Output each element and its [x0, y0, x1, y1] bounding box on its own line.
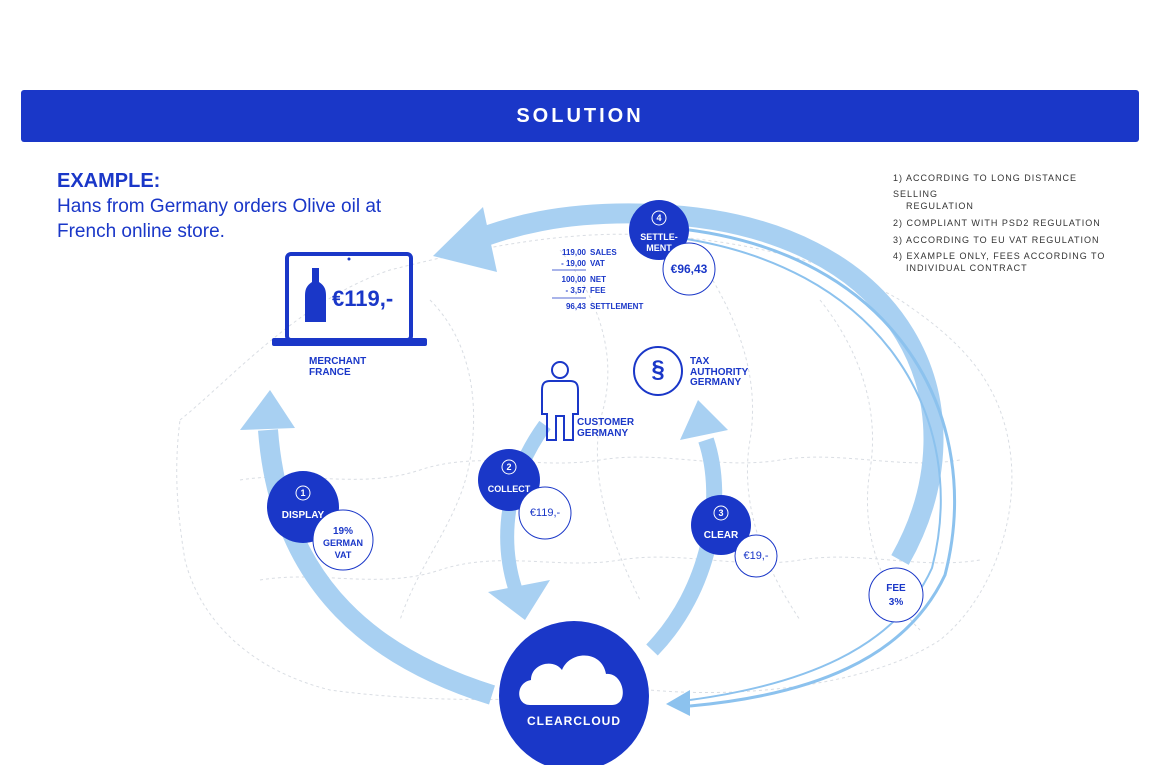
banner-title: SOLUTION: [516, 104, 644, 127]
fee-arrow-2: [664, 235, 942, 701]
customer-label-1: CUSTOMER: [577, 417, 635, 428]
settlement-step-number: 4: [656, 213, 662, 223]
cloud-icon: [519, 655, 623, 705]
settlement-row-3-label: NET: [590, 275, 606, 284]
settlement-step-label-2: MENT: [646, 243, 672, 253]
clear-step-number: 3: [718, 508, 724, 518]
collect-bubble-amount: €119,-: [529, 507, 561, 519]
clear-step-circle: [691, 495, 751, 555]
tax-label-1: TAX: [690, 356, 710, 367]
collect-step-num-circle: [501, 459, 517, 475]
clearcloud-label: CLEARCLOUD: [527, 714, 621, 728]
fee-label-1: FEE: [886, 583, 906, 594]
fee-arrow: [671, 226, 957, 708]
bottle-icon: [305, 268, 326, 322]
collect-step-circle: [478, 449, 540, 511]
collect-step-number: 2: [506, 462, 512, 472]
solution-banner: SOLUTION: [21, 90, 1139, 142]
settlement-row-5-value: 96,43: [565, 302, 586, 311]
settlement-arrowhead: [433, 207, 497, 272]
settlement-row-2-label: VAT: [590, 259, 605, 268]
display-bubble-line-1: 19%: [332, 526, 353, 537]
settlement-table-rules: [552, 269, 586, 299]
settlement-row-1-value: 119,00: [561, 248, 586, 257]
display-step-num-circle: [295, 485, 311, 501]
paragraph-icon: §: [651, 356, 665, 383]
display-step-number: 1: [300, 488, 306, 498]
clear-amount-bubble: [734, 534, 778, 578]
laptop-icon: [272, 252, 427, 346]
display-bubble-line-3: VAT: [334, 550, 352, 560]
footnote-1b: SELLING: [893, 189, 939, 199]
display-step-label: DISPLAY: [281, 510, 325, 521]
tax-authority-circle: [633, 346, 683, 396]
settlement-row-4-value: - 3,57: [565, 286, 586, 295]
example-heading: EXAMPLE:: [57, 170, 161, 192]
settlement-step-label-1: SETTLE-: [640, 232, 678, 242]
display-vat-bubble: [312, 509, 374, 571]
collect-step-label: COLLECT: [487, 484, 531, 494]
footnote-1c: REGULATION: [906, 201, 974, 211]
settlement-row-5-label: SETTLEMENT: [590, 302, 644, 311]
display-arrowhead: [240, 390, 295, 430]
merchant-price: €119,-: [332, 286, 394, 311]
merchant-label-2: FRANCE: [309, 367, 351, 378]
clear-bubble-amount: €19,-: [743, 550, 769, 562]
person-icon: [541, 361, 579, 441]
display-bubble-line-2: GERMAN: [323, 538, 363, 548]
settlement-bubble-amount: €96,43: [670, 262, 708, 276]
settlement-row-3-value: 100,00: [561, 275, 586, 284]
fee-arrowhead: [666, 690, 690, 716]
tax-label-3: GERMANY: [690, 377, 742, 388]
tax-label-2: AUTHORITY: [690, 367, 749, 378]
example-line-1: Hans from Germany orders Olive oil at: [57, 196, 382, 217]
footnote-4a: 4) EXAMPLE ONLY, FEES ACCORDING TO: [893, 251, 1106, 261]
settlement-step-num-circle: [651, 210, 667, 226]
footnote-2: 2) COMPLIANT WITH PSD2 REGULATION: [893, 218, 1101, 228]
merchant-label-1: MERCHANT: [309, 356, 367, 367]
settlement-amount-bubble: [662, 242, 716, 296]
settlement-arrow: [466, 203, 944, 565]
settlement-row-4-label: FEE: [590, 286, 606, 295]
fee-bubble: [868, 567, 924, 623]
footnote-1a: 1) ACCORDING TO LONG DISTANCE: [893, 173, 1078, 183]
customer-label-2: GERMANY: [577, 428, 629, 439]
fee-label-2: 3%: [888, 597, 904, 608]
display-arrow: [258, 429, 495, 705]
example-line-2: French online store.: [57, 221, 225, 242]
clear-arrowhead: [680, 400, 728, 440]
clear-step-num-circle: [713, 505, 729, 521]
settlement-row-2-value: - 19,00: [561, 259, 586, 268]
clear-step-label: CLEAR: [703, 530, 739, 541]
collect-amount-bubble: [518, 486, 572, 540]
collect-arrowhead: [488, 580, 550, 620]
footnote-4b: INDIVIDUAL CONTRACT: [906, 263, 1028, 273]
settlement-step-circle: [629, 200, 689, 260]
footnote-3: 3) ACCORDING TO EU VAT REGULATION: [893, 235, 1100, 245]
settlement-row-1-label: SALES: [590, 248, 617, 257]
